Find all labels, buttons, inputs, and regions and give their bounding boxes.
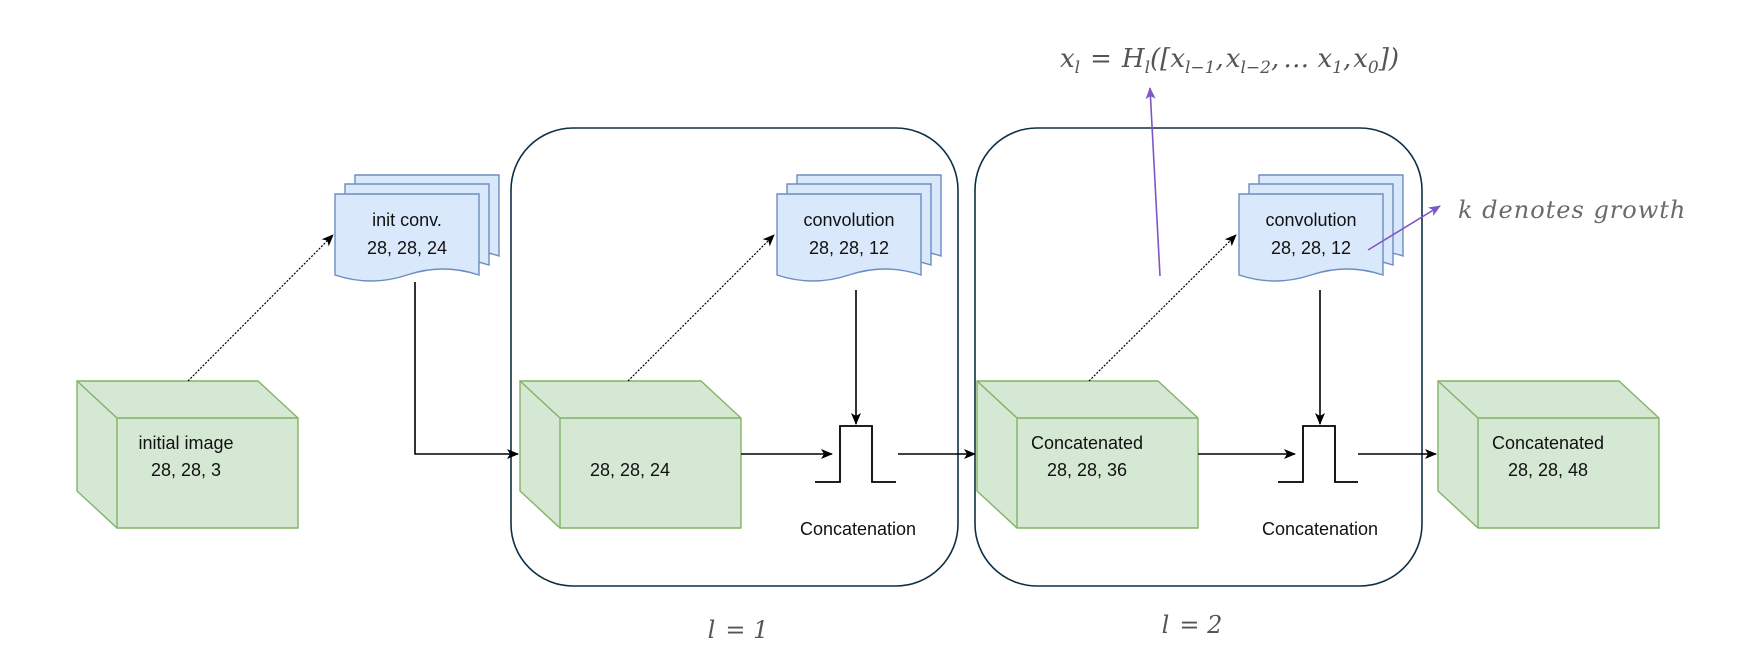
block2-concat-label: Concatenation xyxy=(1262,519,1378,539)
output-title: Concatenated xyxy=(1492,433,1604,453)
annotation-arrow-formula xyxy=(1145,87,1161,277)
output-cube: Concatenated 28, 28, 48 xyxy=(1437,380,1660,529)
block2-conv-title: convolution xyxy=(1265,210,1356,230)
formula-text: xl=Hl([xl−1,xl−2,… x1,x0]) xyxy=(1060,44,1399,78)
init-conv-title: init conv. xyxy=(372,210,442,230)
block1-input-dims: 28, 28, 24 xyxy=(590,460,670,480)
annotation-arrow-growth xyxy=(1367,205,1441,251)
block1-concat-symbol: Concatenation xyxy=(800,425,916,539)
dense-block-2-frame xyxy=(974,127,1423,587)
arrow-initconv-to-block1 xyxy=(414,282,519,459)
dense-block-1-frame xyxy=(510,127,959,587)
block1-concat-label: Concatenation xyxy=(800,519,916,539)
block1-conv-dims: 28, 28, 12 xyxy=(809,238,889,258)
layer-label-2: l= 2 xyxy=(1162,611,1223,639)
block2-input-dims: 28, 28, 36 xyxy=(1047,460,1127,480)
arrow-block1-input-to-conv xyxy=(627,234,775,382)
layer-label-1: l= 1 xyxy=(708,616,769,644)
arrow-image-to-initconv xyxy=(187,234,334,382)
block1-conv-title: convolution xyxy=(803,210,894,230)
output-dims: 28, 28, 48 xyxy=(1508,460,1588,480)
init-conv-dims: 28, 28, 24 xyxy=(367,238,447,258)
block2-input-cube: Concatenated 28, 28, 36 xyxy=(976,380,1199,529)
arrow-block2-input-to-conv xyxy=(1088,234,1237,382)
growth-note: k denotes growth xyxy=(1458,196,1686,224)
block1-conv-document: convolution 28, 28, 12 xyxy=(776,174,942,282)
initial-image-dims: 28, 28, 3 xyxy=(151,460,221,480)
block2-conv-dims: 28, 28, 12 xyxy=(1271,238,1351,258)
initial-image-cube: initial image 28, 28, 3 xyxy=(76,380,299,529)
block1-input-cube: 28, 28, 24 xyxy=(519,380,742,529)
block2-input-title: Concatenated xyxy=(1031,433,1143,453)
block2-concat-symbol: Concatenation xyxy=(1262,425,1378,539)
init-conv-document: init conv. 28, 28, 24 xyxy=(334,174,500,282)
initial-image-title: initial image xyxy=(138,433,233,453)
block2-conv-document: convolution 28, 28, 12 xyxy=(1238,174,1404,282)
connectors xyxy=(187,87,1441,459)
